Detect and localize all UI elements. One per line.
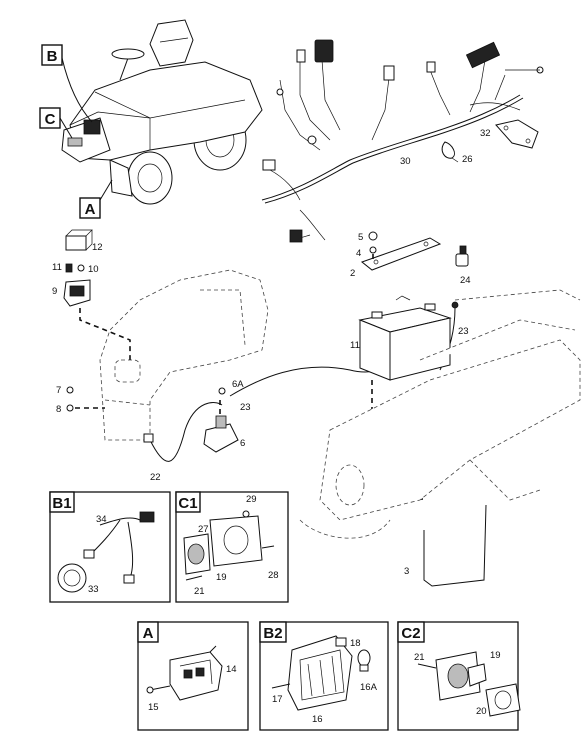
label-b1-33: 33 [88,584,99,595]
fuse-holder-leader [79,308,131,360]
label-b2-18: 18 [350,638,361,649]
label-c1-28: 28 [268,570,279,581]
label-2: 2 [350,268,355,279]
label-8: 8 [56,404,61,415]
label-c1-27: 27 [198,524,209,535]
cable-22 [149,402,223,462]
label-c2-19: 19 [490,650,501,661]
label-b2-17: 17 [272,694,283,705]
label-c2-21: 21 [414,652,425,663]
wiring-harness [261,39,544,243]
label-7: 7 [56,385,61,396]
label-30: 30 [400,156,411,167]
screw-6a [218,387,226,395]
label-11b: 11 [350,340,360,351]
switch-6 [203,400,239,453]
label-10: 10 [88,264,99,275]
label-b2-16a: 16A [360,682,378,693]
part-number-labels: 12 11 10 9 7 8 6A 23 6 22 5 4 2 24 11 23… [52,128,501,725]
rod-3 [423,504,487,587]
relay-12 [65,229,93,251]
plug-24 [455,245,469,267]
svg-text:B2: B2 [263,625,282,642]
label-9: 9 [52,286,57,297]
tractor-illustration [59,19,263,205]
svg-text:A: A [85,201,96,218]
holder-9 [63,279,91,307]
inset-a: A [137,621,249,731]
callout-a: A [79,197,101,219]
label-c1-19: 19 [216,572,227,583]
inset-c1: C1 [175,491,289,603]
label-a-15: 15 [148,702,159,713]
nut-5 [368,231,378,241]
label-a-14: 14 [226,664,237,675]
label-c1-29: 29 [246,494,257,505]
battery-11 [358,295,452,381]
svg-text:A: A [143,625,154,642]
svg-text:B: B [47,48,58,65]
cable-tie-26 [441,141,459,163]
screw-10 [77,264,85,272]
inset-b1: B1 [49,491,171,603]
label-c2-20: 20 [476,706,487,717]
label-3: 3 [404,566,409,577]
label-c1-21: 21 [194,586,205,597]
label-4: 4 [356,248,361,259]
inset-c2: C2 [397,621,521,731]
label-11: 11 [52,262,62,273]
label-6a: 6A [232,379,244,390]
washer-4 [369,246,377,254]
plug-22 [143,433,154,443]
callout-b: B [41,44,63,66]
label-23b: 23 [458,326,469,337]
fender-ghost [99,269,269,441]
label-23: 23 [240,402,251,413]
fuse-11 [65,263,73,273]
label-24: 24 [460,275,471,286]
label-b2-16: 16 [312,714,323,725]
label-5: 5 [358,232,363,243]
callout-c: C [39,107,61,129]
washer-8 [66,404,74,412]
label-b1-34: 34 [96,514,107,525]
bracket-32 [495,119,539,149]
hold-down-2 [360,237,442,271]
inset-b2: B2 [259,621,389,731]
label-22: 22 [150,472,161,483]
label-32: 32 [480,128,491,139]
svg-text:C2: C2 [401,625,420,642]
label-12: 12 [92,242,103,253]
frame-ghost [299,289,581,539]
svg-text:C: C [45,111,56,128]
screw-7 [66,386,74,394]
label-6: 6 [240,438,245,449]
label-26: 26 [462,154,473,165]
svg-text:C1: C1 [178,495,197,512]
svg-text:B1: B1 [52,495,71,512]
